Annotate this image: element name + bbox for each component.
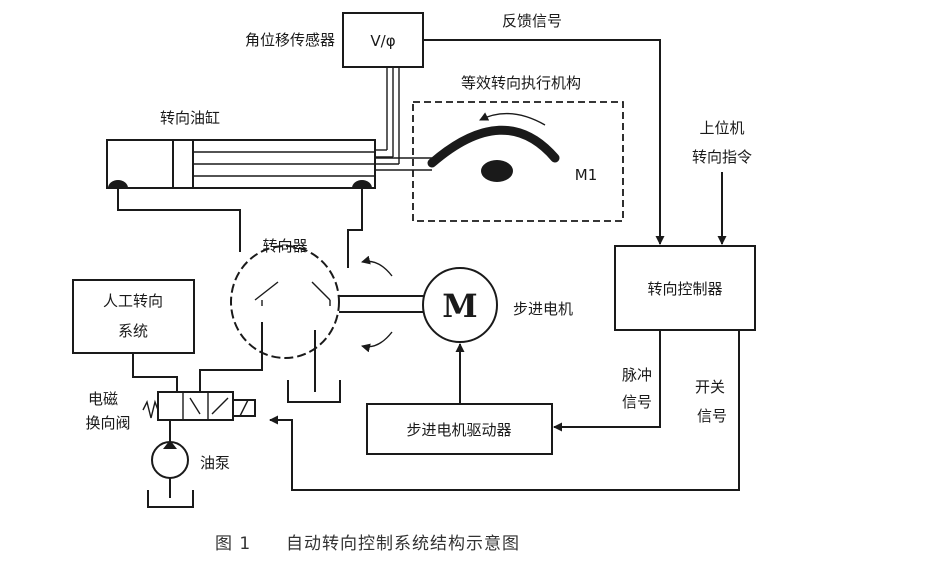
shaft-rotation-top <box>361 255 393 277</box>
steering-controller-label: 转向控制器 <box>647 280 722 298</box>
valve-spring <box>142 399 159 419</box>
rotation-arrow <box>479 112 546 126</box>
stepper-driver-label: 步进电机驱动器 <box>406 421 511 439</box>
steering-gear-label: 转向器 <box>262 237 307 255</box>
steering-cylinder-label: 转向油缸 <box>160 109 220 127</box>
equivalent-actuator-box <box>412 101 624 222</box>
actuator-pivot <box>481 160 513 182</box>
oil-pump-label: 油泵 <box>200 454 230 472</box>
stepper-motor-label: 步进电机 <box>513 300 573 318</box>
actuator-arm <box>427 125 560 168</box>
switch-signal-line2: 信号 <box>697 407 727 425</box>
manual-steering-line2: 系统 <box>118 322 148 340</box>
feedback-signal-line <box>423 39 665 245</box>
angle-sensor-box-text: V/φ <box>370 32 395 50</box>
pulse-signal-line1: 脉冲 <box>622 366 652 384</box>
pulse-signal-line <box>553 330 661 432</box>
m1-label: M1 <box>575 166 598 184</box>
oil-tank-upper <box>287 380 341 403</box>
switch-signal-line1: 开关 <box>695 378 725 396</box>
pulse-signal-line2: 信号 <box>622 393 652 411</box>
steering-controller-box <box>614 245 756 331</box>
switch-signal-line <box>269 330 740 491</box>
equivalent-actuator-label: 等效转向执行机构 <box>461 74 581 92</box>
angle-sensor-label: 角位移传感器 <box>245 31 335 49</box>
stepper-motor <box>422 267 498 343</box>
solenoid-valve-line2: 换向阀 <box>85 414 130 432</box>
solenoid-valve-line1: 电磁 <box>88 390 118 408</box>
oil-tank-lower <box>147 490 194 508</box>
upper-computer-line2: 转向指令 <box>692 148 752 166</box>
figure-title: 自动转向控制系统结构示意图 <box>286 534 520 554</box>
stepper-motor-symbol: M <box>442 287 477 325</box>
feedback-signal-label: 反馈信号 <box>502 12 562 30</box>
manual-steering-line1: 人工转向 <box>103 292 163 310</box>
figure-number: 图 1 <box>215 534 251 554</box>
angle-sensor-box <box>342 12 424 68</box>
steering-gear <box>230 245 340 359</box>
shaft-rotation-bottom <box>361 331 393 353</box>
stepper-driver-box <box>366 403 553 455</box>
cylinder-piston <box>172 139 194 189</box>
manual-steering-box <box>72 279 195 354</box>
upper-computer-line1: 上位机 <box>699 119 744 137</box>
